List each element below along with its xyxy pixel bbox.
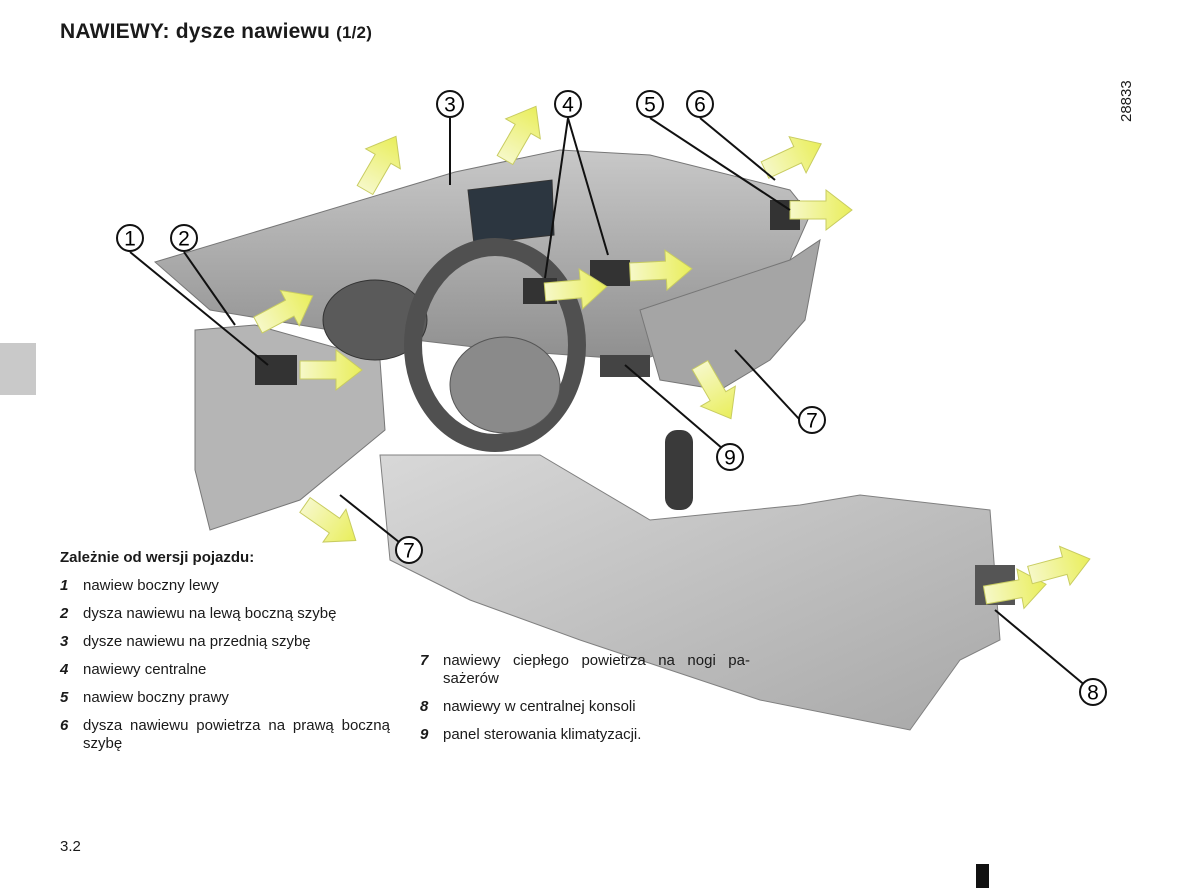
leader-line bbox=[699, 117, 776, 181]
legend-number: 4 bbox=[60, 661, 69, 678]
legend-text: nawiew boczny prawy bbox=[83, 689, 229, 706]
callout-number: 2 bbox=[178, 228, 190, 251]
legend-right: 7 nawiewy ciepłego powietrza na nogi pa- … bbox=[420, 652, 750, 754]
callout-3: 3 bbox=[436, 90, 464, 118]
edge-marker bbox=[976, 864, 989, 888]
callout-9: 9 bbox=[716, 443, 744, 471]
legend-item: 1 nawiew boczny lewy bbox=[60, 577, 390, 595]
variant-heading: Zależnie od wersji pojazdu: bbox=[60, 549, 255, 566]
callout-number: 6 bbox=[694, 94, 706, 117]
leader-line bbox=[649, 117, 791, 211]
legend-text: nawiew boczny lewy bbox=[83, 577, 219, 594]
section-tab bbox=[0, 343, 36, 395]
center-console bbox=[379, 454, 1001, 731]
legend-text: nawiewy centralne bbox=[83, 661, 207, 678]
legend-item: 2 dysza nawiewu na lewą boczną szybę bbox=[60, 605, 390, 623]
callout-4: 4 bbox=[554, 90, 582, 118]
steering-wheel bbox=[404, 238, 586, 452]
callout-1: 1 bbox=[116, 224, 144, 252]
callout-2: 2 bbox=[170, 224, 198, 252]
legend-number: 8 bbox=[420, 698, 429, 715]
legend-text: panel sterowania klimatyzacji. bbox=[443, 726, 642, 743]
callout-number: 8 bbox=[1087, 682, 1099, 705]
legend-text: dysza nawiewu na lewą boczną szybę bbox=[83, 605, 337, 622]
legend-left: 1 nawiew boczny lewy 2 dysza nawiewu na le… bbox=[60, 577, 390, 763]
legend-text: nawiewy ciepłego powietrza na nogi pa- s… bbox=[443, 652, 750, 687]
page-title: NAWIEWY: dysze nawiewu (1/2) bbox=[60, 20, 372, 44]
legend-text: dysze nawiewu na przednią szybę bbox=[83, 633, 311, 650]
callout-number: 3 bbox=[444, 94, 456, 117]
title-main: NAWIEWY: dysze nawiewu bbox=[60, 20, 331, 43]
legend-item: 8 nawiewy w centralnej konsoli bbox=[420, 698, 750, 716]
airflow-arrow bbox=[756, 125, 831, 189]
legend-text: dysza nawiewu powietrza na prawą boczną … bbox=[83, 717, 390, 752]
legend-item: 4 nawiewy centralne bbox=[60, 661, 390, 679]
callout-number: 1 bbox=[124, 228, 136, 251]
legend-number: 2 bbox=[60, 605, 69, 622]
callout-number: 7 bbox=[403, 540, 415, 563]
leader-line bbox=[624, 364, 731, 456]
legend-number: 6 bbox=[60, 717, 69, 734]
legend-item: 6 dysza nawiewu powietrza na prawą boczną… bbox=[60, 717, 390, 753]
leader-line bbox=[339, 494, 410, 551]
steering-hub bbox=[449, 336, 561, 434]
legend-number: 9 bbox=[420, 726, 429, 743]
leader-line bbox=[734, 349, 801, 421]
leader-line bbox=[994, 609, 1094, 693]
glovebox bbox=[639, 238, 821, 391]
callout-number: 9 bbox=[724, 447, 736, 470]
instrument-cluster bbox=[322, 279, 428, 361]
legend-item: 9 panel sterowania klimatyzacji. bbox=[420, 726, 750, 744]
legend-number: 1 bbox=[60, 577, 69, 594]
callout-number: 7 bbox=[806, 410, 818, 433]
legend-item: 7 nawiewy ciepłego powietrza na nogi pa- … bbox=[420, 652, 750, 688]
airflow-arrow bbox=[293, 488, 368, 558]
callout-8: 8 bbox=[1079, 678, 1107, 706]
callout-6: 6 bbox=[686, 90, 714, 118]
callout-number: 4 bbox=[562, 94, 574, 117]
screen bbox=[467, 179, 555, 245]
legend-item: 3 dysze nawiewu na przednią szybę bbox=[60, 633, 390, 651]
leader-line bbox=[544, 117, 569, 279]
callout-7: 7 bbox=[395, 536, 423, 564]
legend-text: nawiewy w centralnej konsoli bbox=[443, 698, 636, 715]
callout-7: 7 bbox=[798, 406, 826, 434]
legend-number: 3 bbox=[60, 633, 69, 650]
gear-lever bbox=[665, 430, 693, 510]
callout-number: 5 bbox=[644, 94, 656, 117]
leader-line bbox=[129, 251, 269, 366]
legend-number: 5 bbox=[60, 689, 69, 706]
page-number: 3.2 bbox=[60, 838, 81, 855]
legend-item: 5 nawiew boczny prawy bbox=[60, 689, 390, 707]
leader-line bbox=[183, 251, 236, 326]
legend-number: 7 bbox=[420, 652, 429, 669]
title-part: (1/2) bbox=[336, 23, 373, 42]
callout-5: 5 bbox=[636, 90, 664, 118]
leader-line bbox=[567, 117, 609, 256]
